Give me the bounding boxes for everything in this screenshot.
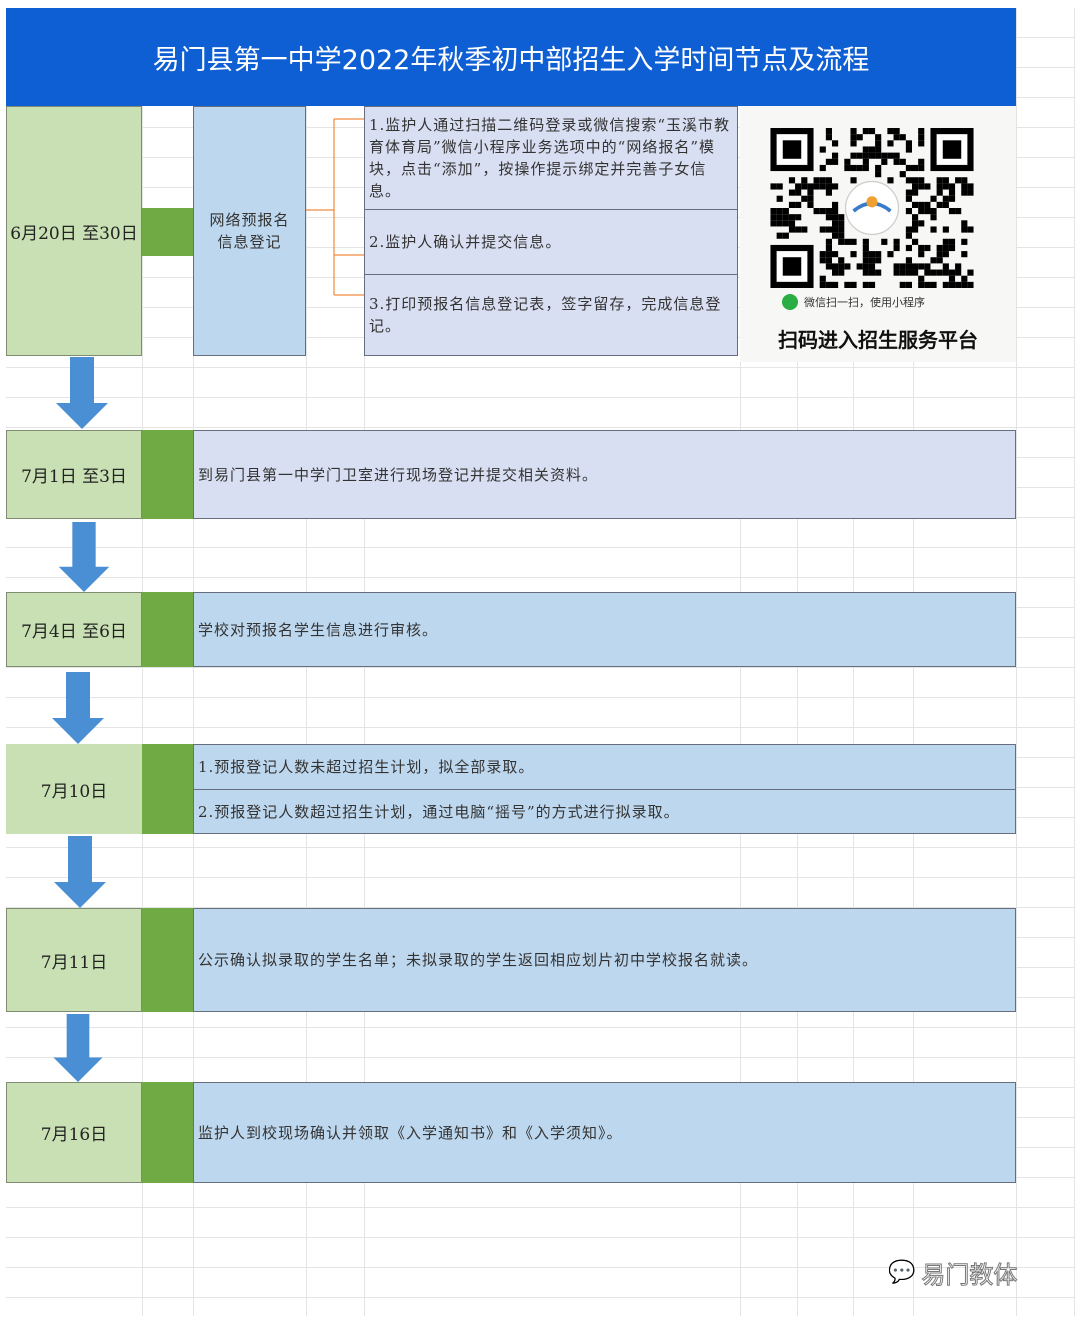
step-1-category: 网络预报名信息登记 <box>193 106 306 356</box>
step-6-date: 7月16日 <box>6 1082 142 1183</box>
step-1-date: 6月20日 至30日 <box>6 106 142 356</box>
step-6-connector <box>142 1082 193 1183</box>
step-1-item-3: 3.打印预报名信息登记表，签字留存，完成信息登记。 <box>364 274 738 356</box>
step-6-item: 监护人到校现场确认并领取《入学通知书》和《入学须知》。 <box>193 1082 1016 1183</box>
step-4-item-2: 2.预报登记人数超过招生计划，通过电脑“摇号”的方式进行拟录取。 <box>193 789 1016 834</box>
step-2-item: 到易门县第一中学门卫室进行现场登记并提交相关资料。 <box>193 430 1016 519</box>
step-3-connector <box>142 592 193 667</box>
down-arrow-icon <box>54 836 106 908</box>
step-2-date: 7月1日 至3日 <box>6 430 142 519</box>
wechat-icon: 💬 <box>887 1260 916 1286</box>
down-arrow-icon <box>52 672 104 744</box>
step-5-connector <box>142 908 193 1012</box>
watermark: 💬 易门教体 <box>887 1260 1018 1290</box>
step-3-item: 学校对预报名学生信息进行审核。 <box>193 592 1016 667</box>
step-2-connector <box>142 430 193 519</box>
step-5-date: 7月11日 <box>6 908 142 1012</box>
step-4-connector <box>142 744 193 834</box>
step-1-connector <box>142 208 193 256</box>
qr-panel[interactable]: 微信扫一扫，使用小程序 扫码进入招生服务平台 <box>740 106 1016 362</box>
qr-caption: 扫码进入招生服务平台 <box>778 328 978 352</box>
step-4-date: 7月10日 <box>6 744 142 834</box>
qr-code[interactable] <box>770 128 974 288</box>
down-arrow-icon <box>58 522 110 592</box>
step-1-item-1: 1.监护人通过扫描二维码登录或微信搜索“玉溪市教育体育局”微信小程序业务选项中的… <box>364 106 738 210</box>
step-3-date: 7月4日 至6日 <box>6 592 142 667</box>
bracket-lines <box>306 118 364 296</box>
down-arrow-icon <box>53 1014 103 1082</box>
page-title: 易门县第一中学2022年秋季初中部招生入学时间节点及流程 <box>6 8 1016 106</box>
qr-hint: 微信扫一扫，使用小程序 <box>782 294 925 310</box>
step-4-item-1: 1.预报登记人数未超过招生计划，拟全部录取。 <box>193 744 1016 790</box>
step-1-item-2: 2.监护人确认并提交信息。 <box>364 209 738 275</box>
wechat-miniprogram-icon <box>782 294 798 310</box>
step-5-item: 公示确认拟录取的学生名单；未拟录取的学生返回相应划片初中学校报名就读。 <box>193 908 1016 1012</box>
down-arrow-icon <box>56 357 108 429</box>
